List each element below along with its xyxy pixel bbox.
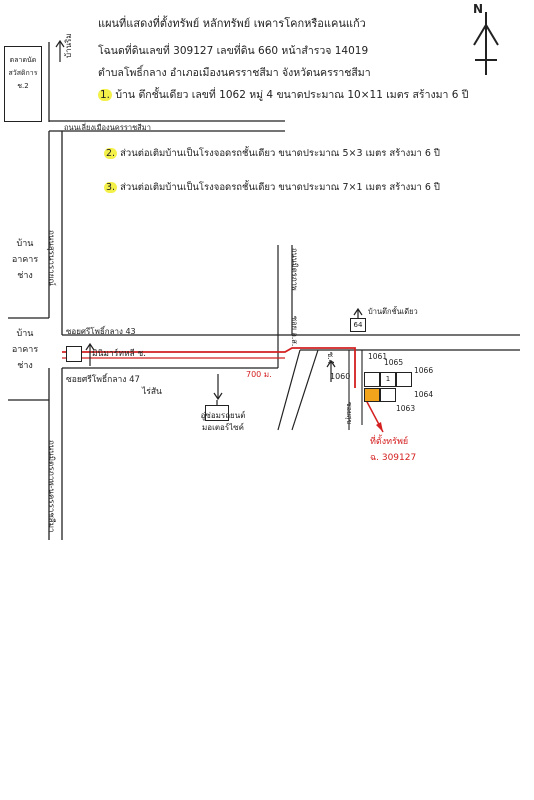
ban-left-lower-box bbox=[6, 322, 48, 398]
note-3-text: ส่วนต่อเติมบ้านเป็นโรงจอดรถชั้นเดียว ขนา… bbox=[120, 182, 440, 193]
route-path bbox=[62, 347, 356, 388]
left-bottom-road-label: ถนนมิตรภาพ-นครราชสีมา bbox=[47, 440, 56, 533]
house-1064-label: 1064 bbox=[414, 390, 434, 399]
rasan-label: ไร่สัน bbox=[142, 387, 162, 397]
note-3-marker: 3. bbox=[104, 182, 118, 193]
north-label: N bbox=[473, 2, 484, 16]
ban-left-upper: บ้าน อาคาร ช่าง bbox=[11, 239, 39, 281]
road-left-vertical-label: ถนนสุรนารายณ์ bbox=[47, 230, 56, 286]
house-1061-box bbox=[364, 372, 380, 387]
minimart-building bbox=[66, 346, 82, 362]
minimart-label: มินิมาร์ทหลี ช. bbox=[92, 349, 146, 359]
note-3: 3. ส่วนต่อเติมบ้านเป็นโรงจอดรถชั้นเดียว … bbox=[104, 180, 440, 195]
header-line-2: โฉนดที่ดินเลขที่ 309127 เลขที่ดิน 660 หน… bbox=[98, 45, 369, 57]
note-2-marker: 2. bbox=[104, 148, 118, 159]
note-1: 1. บ้าน ตึกชั้นเดียว เลขที่ 1062 หมู่ 4 … bbox=[98, 86, 468, 103]
soi-a-label: ซอยศรีโพธิ์กลาง 43 bbox=[66, 327, 136, 336]
soi-b-label: ซอยศรีโพธิ์กลาง 47 bbox=[66, 375, 140, 385]
note-1-marker: 1. bbox=[98, 89, 113, 101]
arrow-up-icon-2 bbox=[326, 359, 336, 382]
house-1065-label: 1065 bbox=[384, 358, 404, 367]
market-box bbox=[4, 46, 42, 122]
market-label: ตลาดนัด สวัสดิการ ช.2 bbox=[8, 56, 38, 90]
subject-label: ที่ตั้งทรัพย์ bbox=[370, 437, 409, 447]
house-1062-box: 1 bbox=[380, 372, 396, 387]
house-64-box: 64 bbox=[350, 318, 366, 332]
subject-property-box bbox=[364, 388, 380, 402]
repair-shop-label: อู่ซ่อมรถยนต์ มอเตอร์ไซค์ bbox=[200, 411, 246, 432]
house-1063-label: 1063 bbox=[396, 404, 416, 413]
house-1065-box bbox=[396, 372, 412, 387]
soi-lane-number: ซ.4 bbox=[326, 352, 335, 365]
house-1060: 1060 bbox=[330, 372, 351, 381]
header-line-3: ตำบลโพธิ์กลาง อำเภอเมืองนครราชสีมา จังหว… bbox=[98, 67, 371, 79]
ban-left-lower: บ้าน อาคาร ช่าง bbox=[11, 329, 39, 371]
single-storey-label: บ้านตึกชั้นเดียว bbox=[368, 307, 418, 316]
distance-label: 700 ม. bbox=[246, 370, 272, 379]
road-top-label: ถนนเลี่ยงเมืองนครราชสีมา bbox=[64, 123, 151, 132]
repair-shop-building bbox=[205, 405, 229, 421]
subject-deed: ฉ. 309127 bbox=[370, 453, 417, 463]
soi-vertical-small-label: ซอยสุข bbox=[345, 402, 353, 425]
arrow-up-icon-3 bbox=[55, 39, 65, 62]
arrow-down-icon bbox=[213, 374, 223, 401]
house-1064-box bbox=[380, 388, 396, 402]
ban-arrow-label: บ้านริม bbox=[64, 33, 73, 58]
road-right-vertical-label: ถนนมิตรภาพ bbox=[290, 248, 299, 291]
soi-c-label: ซอย อ.ส. bbox=[290, 316, 299, 347]
house-1061-label: 1061 bbox=[368, 352, 388, 361]
note-2-text: ส่วนต่อเติมบ้านเป็นโรงจอดรถชั้นเดียว ขนา… bbox=[120, 148, 440, 159]
house-1066-label: 1066 bbox=[414, 366, 434, 375]
arrow-up-icon bbox=[85, 342, 95, 366]
north-arrow-icon bbox=[473, 12, 499, 75]
header-line-1: แผนที่แสดงที่ตั้งทรัพย์ หลักทรัพย์ เพคาร… bbox=[98, 17, 366, 30]
note-2: 2. ส่วนต่อเติมบ้านเป็นโรงจอดรถชั้นเดียว … bbox=[104, 146, 440, 161]
note-1-text: บ้าน ตึกชั้นเดียว เลขที่ 1062 หมู่ 4 ขนา… bbox=[115, 89, 469, 101]
